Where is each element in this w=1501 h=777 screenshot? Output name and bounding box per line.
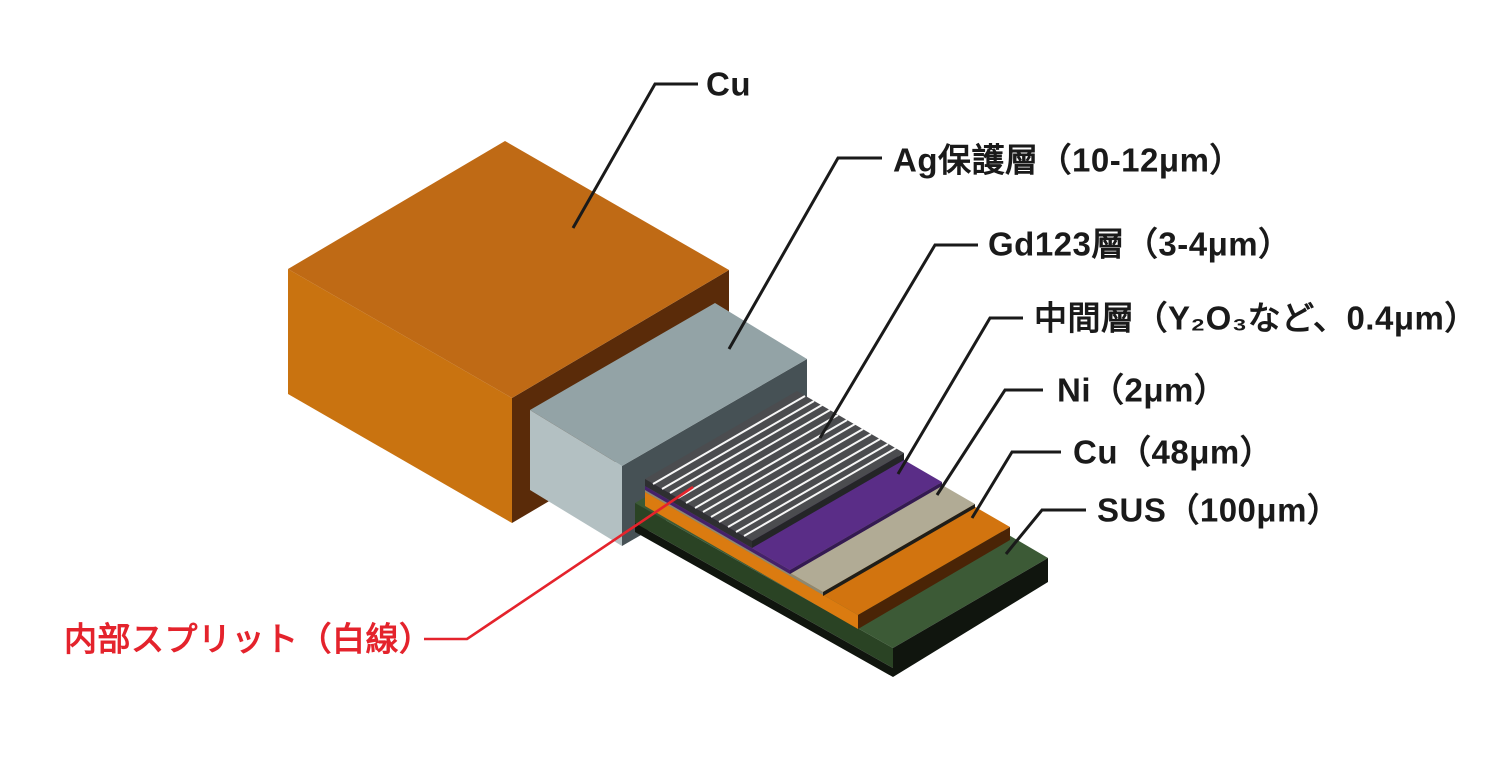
- sus-layer-bottom-edge: [635, 523, 893, 677]
- gd123-layer-front-face: [645, 479, 752, 548]
- cu-block-top-face: [288, 141, 729, 398]
- leader-ni-layer: [935, 388, 1043, 496]
- label-sus-layer: SUS（100μm）: [1097, 491, 1341, 529]
- label-buffer-layer: 中間層（Y₂O₃など、0.4μm）: [1034, 299, 1478, 337]
- sus-layer-end-face: [893, 558, 1048, 677]
- internal-split-stripe: [652, 395, 806, 485]
- cu-block-left-face: [288, 269, 512, 523]
- cu-layer-step-face: [858, 527, 1010, 629]
- gd123-layer-step-face: [752, 453, 904, 548]
- cu-layer-front-face: [645, 492, 858, 629]
- ag-block-left-face: [530, 410, 622, 546]
- internal-split-stripe: [702, 423, 856, 513]
- internal-split-stripe: [685, 414, 839, 504]
- label-ni-layer: Ni（2μm）: [1057, 371, 1228, 409]
- label-ag-layer: Ag保護層（10-12μm）: [893, 141, 1243, 179]
- internal-split-stripe: [677, 409, 831, 499]
- leader-sus-layer: [1004, 508, 1086, 555]
- ag-block-top-face: [530, 303, 807, 466]
- leader-ag-layer: [727, 156, 882, 350]
- leader-buffer-layer: [896, 316, 1023, 475]
- label-cu-layer: Cu（48μm）: [1073, 433, 1274, 471]
- internal-split-stripe: [735, 443, 889, 533]
- label-cu-block: Cu: [706, 65, 751, 103]
- label-inner-split: 内部スプリット（白線）: [64, 620, 433, 658]
- leader-cu-block: [571, 82, 698, 229]
- buffer-layer-step-face: [790, 482, 942, 574]
- internal-split-stripe: [710, 428, 864, 518]
- gd123-layer-top-face: [645, 391, 904, 541]
- internal-split-stripe: [718, 433, 872, 523]
- internal-split-stripe: [661, 400, 815, 490]
- internal-split-stripe: [727, 438, 881, 528]
- internal-split-stripe: [669, 404, 823, 494]
- leader-cu-layer: [970, 450, 1061, 519]
- sus-layer-front-face: [635, 503, 893, 668]
- buffer-layer-front-face: [645, 486, 790, 574]
- ni-layer-step-face: [823, 504, 975, 596]
- internal-split-stripe: [743, 447, 897, 537]
- leader-inner-split: [424, 485, 694, 641]
- label-gd123-layer: Gd123層（3-4μm）: [988, 225, 1292, 263]
- leader-gd123-layer: [818, 243, 978, 439]
